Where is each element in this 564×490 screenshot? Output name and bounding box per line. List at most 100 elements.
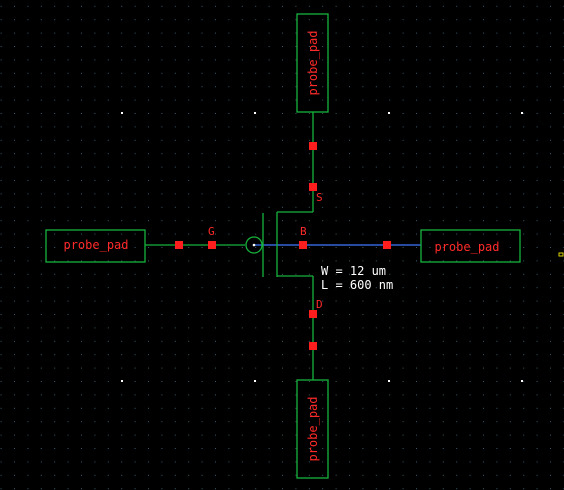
grid-dot (215, 434, 216, 436)
grid-dot (27, 206, 29, 208)
grid-dot (14, 233, 15, 235)
grid-dot (215, 340, 216, 342)
probe-pad-left-symbol-icon (45, 229, 146, 263)
grid-dot (456, 247, 458, 248)
grid-dot (550, 273, 551, 275)
grid-dot (255, 260, 257, 262)
probe-pad-left-label: probe_pad (63, 238, 128, 252)
grid-dot (416, 287, 417, 289)
grid-dot (228, 19, 230, 21)
grid-dot (54, 434, 56, 436)
grid-dot (188, 193, 190, 195)
grid-dot (67, 59, 69, 61)
grid-dot (429, 273, 431, 275)
grid-dot (483, 206, 484, 208)
grid-dot (536, 180, 538, 181)
grid-dot (201, 153, 203, 155)
grid-dot (335, 273, 337, 275)
grid-dot (268, 126, 270, 128)
grid-dot (107, 314, 109, 315)
grid-dot (54, 407, 56, 409)
pin-label-source: S (316, 191, 323, 204)
gate-bubble-dot-icon (252, 243, 256, 247)
grid-dot (509, 32, 511, 34)
grid-dot (0, 99, 2, 101)
grid-dot (67, 153, 69, 155)
grid-dot (375, 19, 377, 21)
grid-dot (268, 287, 270, 289)
grid-dot (0, 247, 2, 248)
grid-dot (27, 314, 29, 315)
grid-dot (362, 287, 364, 289)
grid-dot (523, 5, 525, 7)
grid-dot (349, 273, 350, 275)
grid-dot (322, 19, 324, 21)
grid-dot (375, 233, 377, 235)
grid-dot (335, 206, 337, 208)
grid-dot (255, 273, 257, 275)
grid-dot (536, 72, 538, 74)
grid-dot (550, 300, 551, 302)
grid-dot (255, 126, 257, 128)
grid-dot (148, 99, 149, 101)
pin-left-pad-wire[interactable] (175, 241, 183, 249)
probe-pad-top[interactable]: probe_pad (296, 13, 329, 113)
grid-dot (483, 166, 484, 168)
pin-source[interactable] (309, 183, 317, 191)
grid-dot (94, 46, 96, 47)
pin-bulk[interactable] (299, 241, 307, 249)
grid-dot (67, 327, 69, 329)
grid-dot (54, 273, 56, 275)
grid-dot (14, 32, 15, 34)
grid-dot (255, 19, 257, 21)
grid-dot (228, 139, 230, 141)
grid-dot (362, 474, 364, 476)
grid-dot (27, 474, 29, 476)
grid-dot (496, 260, 498, 262)
probe-pad-right[interactable]: probe_pad (420, 229, 521, 263)
grid-dot (27, 247, 29, 248)
grid-dot (27, 220, 29, 222)
grid-dot (228, 407, 230, 409)
grid-dot (375, 59, 377, 61)
grid-dot (14, 166, 15, 168)
grid-dot (27, 233, 29, 235)
mosfet-symbol-icon[interactable] (245, 212, 278, 277)
grid-dot (54, 474, 56, 476)
grid-dot (322, 407, 324, 409)
grid-dot (322, 448, 324, 449)
probe-pad-bottom[interactable]: probe_pad (296, 379, 329, 479)
grid-major-dot (121, 112, 123, 114)
pin-gate[interactable] (208, 241, 216, 249)
grid-dot (81, 340, 82, 342)
pin-top-pad-wire[interactable] (309, 142, 317, 150)
grid-dot (308, 421, 310, 423)
grid-dot (536, 99, 538, 101)
grid-dot (335, 474, 337, 476)
grid-dot (201, 180, 203, 181)
grid-dot (81, 421, 82, 423)
grid-dot (429, 193, 431, 195)
pin-right-pad-wire[interactable] (383, 241, 391, 249)
probe-pad-top-symbol-icon (296, 13, 329, 113)
grid-dot (536, 233, 538, 235)
grid-dot (349, 488, 350, 490)
grid-dot (161, 434, 163, 436)
grid-dot (322, 166, 324, 168)
grid-dot (362, 421, 364, 423)
grid-dot (215, 193, 216, 195)
pin-drain[interactable] (309, 310, 317, 318)
probe-pad-left[interactable]: probe_pad (45, 229, 146, 263)
grid-dot (362, 86, 364, 88)
grid-dot (268, 474, 270, 476)
grid-dot (40, 488, 42, 490)
grid-dot (201, 5, 203, 7)
grid-dot (456, 99, 458, 101)
grid-dot (67, 139, 69, 141)
grid-dot (54, 381, 56, 382)
pin-bottom-pad-wire[interactable] (309, 342, 317, 350)
grid-dot (201, 273, 203, 275)
grid-dot (509, 327, 511, 329)
grid-dot (456, 394, 458, 396)
